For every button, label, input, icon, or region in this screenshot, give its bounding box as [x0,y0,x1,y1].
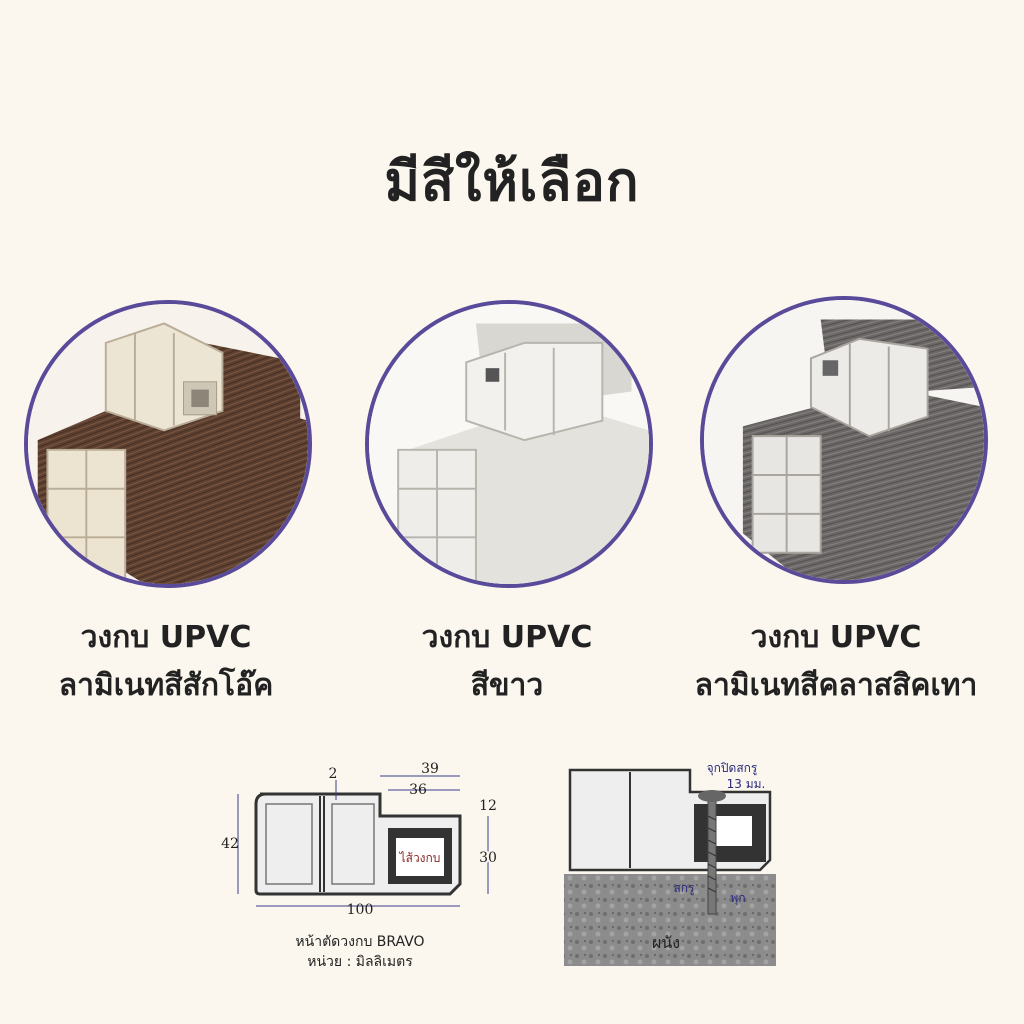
dim-36: 36 [409,782,427,798]
option-title: วงกบ UPVC [750,620,922,655]
unit-caption: หน่วย : มิลลิเมตร [307,954,413,970]
cap-size-label: 13 มม. [727,777,766,791]
dim-2: 2 [329,766,338,782]
core-label: ไส้วงกบ [399,851,441,865]
grey-frame-image [700,296,988,584]
cap-label: จุกปิดสกรู [707,761,758,776]
screw-cap [698,790,726,802]
section-caption: หน้าตัดวงกบ BRAVO [295,934,424,950]
dim-30: 30 [479,850,497,866]
white-frame-image [365,300,653,588]
wall [564,874,776,966]
option-title: วงกบ UPVC [80,620,252,655]
white-frame-illustration [369,304,649,584]
option-caption-oak: วงกบ UPVC ลามิเนทสีสักโอ๊ค [0,614,336,710]
wall-label: ผนัง [652,933,680,952]
option-title: วงกบ UPVC [421,620,593,655]
option-caption-grey: วงกบ UPVC ลามิเนทสีคลาสสิคเทา [666,614,1006,710]
option-color: ลามิเนทสีคลาสสิคเทา [694,668,978,703]
oak-frame-image [24,300,312,588]
dim-100: 100 [347,902,374,918]
plug-label: พุก [730,891,745,906]
dim-12: 12 [479,798,497,814]
option-color: สีขาว [470,668,544,703]
page-title: มีสีให้เลือก [384,150,640,213]
option-color: ลามิเนทสีสักโอ๊ค [58,668,274,703]
cross-section-diagram: ไส้วงกบ 2 39 36 12 42 30 100 หน้าตัดวงกบ… [221,761,499,970]
option-caption-white: วงกบ UPVC สีขาว [337,614,677,710]
oak-frame-illustration [28,304,308,584]
screw-label: สกรู [673,881,695,896]
dim-42: 42 [221,836,239,852]
installation-diagram: จุกปิดสกรู 13 มม. สกรู พุก ผนัง [564,761,776,966]
grey-frame-illustration [704,300,984,580]
dim-39: 39 [421,761,439,777]
